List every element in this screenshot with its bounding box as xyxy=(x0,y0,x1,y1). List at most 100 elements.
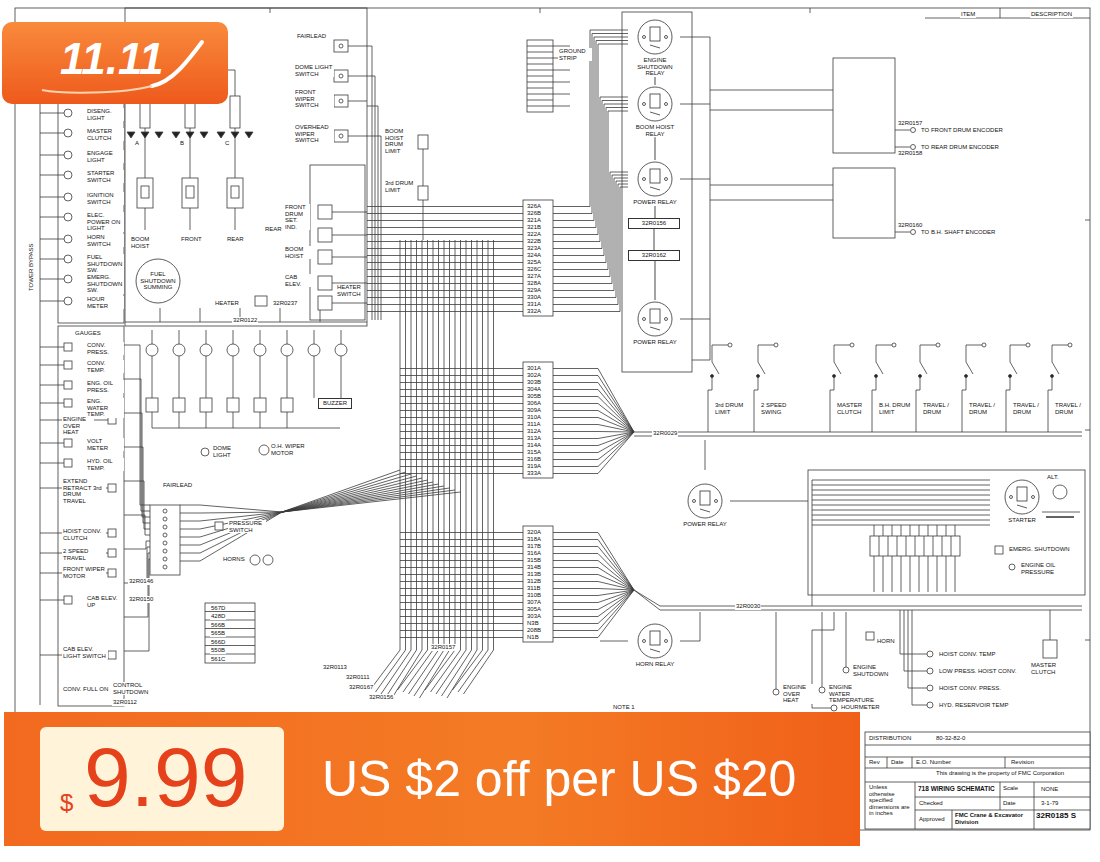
schematic-label: CONV. PRESS. xyxy=(86,342,124,355)
drawing-frame xyxy=(15,8,1090,830)
schematic-label: PRESSURE SWITCH xyxy=(228,520,266,533)
wire xyxy=(287,356,288,398)
wire xyxy=(553,108,628,263)
terminal xyxy=(339,134,343,138)
zone-tick xyxy=(1085,430,1090,431)
terminal xyxy=(728,343,732,347)
wire xyxy=(235,70,236,96)
clutch-symbol xyxy=(1043,640,1057,658)
gauge-symbol xyxy=(64,596,72,604)
terminal-code: 303A xyxy=(526,613,542,620)
terminal-code: 305B xyxy=(526,393,542,400)
wire xyxy=(553,404,634,433)
strip-rule xyxy=(951,536,952,556)
fuel-shutdown-circle: FUEL SHUTDOWN SUMMING xyxy=(135,258,181,304)
schematic-label: 32R0146 xyxy=(128,578,154,585)
strip-rule xyxy=(527,88,553,89)
terminal-code: 322B xyxy=(526,238,542,245)
schematic-label: ITEM xyxy=(960,11,976,18)
gauge-symbol xyxy=(108,549,116,557)
schematic-label: Date xyxy=(1002,800,1017,807)
schematic-label: CONV. TEMP. xyxy=(86,360,124,373)
schematic-label: This drawing is the property of FMC Corp… xyxy=(935,770,1087,777)
node-text: 32R0156 xyxy=(631,220,677,227)
wire xyxy=(553,369,634,433)
node-text: POWER RELAY xyxy=(680,521,730,528)
terminal-code: 315B xyxy=(526,557,542,564)
terminal xyxy=(911,128,916,133)
terminal xyxy=(936,343,940,347)
wire xyxy=(400,532,523,533)
frame-line xyxy=(925,18,1090,19)
terminal xyxy=(911,145,916,150)
schematic-label: STARTER SWITCH xyxy=(86,170,124,183)
wire xyxy=(370,240,400,690)
wire xyxy=(553,37,628,221)
wire xyxy=(1052,345,1053,362)
terminal-code: 311A xyxy=(526,421,542,428)
schematic-label: 32R0122 xyxy=(232,317,258,324)
schematic-label: 2 SPEED SWING xyxy=(760,402,792,415)
wire xyxy=(553,432,634,453)
wire xyxy=(381,240,411,694)
gauge-symbol xyxy=(227,344,239,356)
gauge-symbol xyxy=(108,529,116,537)
wire xyxy=(332,235,367,236)
switch-lever xyxy=(876,362,883,374)
wire xyxy=(233,356,234,398)
wire xyxy=(553,432,634,439)
wire-connector xyxy=(655,206,656,218)
wire xyxy=(876,345,892,346)
terminal-strip xyxy=(870,536,960,556)
schematic-label: DOME LIGHT xyxy=(212,445,244,458)
strip-rule xyxy=(897,536,898,556)
gauge-symbol xyxy=(64,399,72,407)
terminal-code: 314B xyxy=(526,564,542,571)
gauge-symbol xyxy=(254,344,266,356)
wire xyxy=(553,376,634,433)
wire xyxy=(332,257,367,258)
wire xyxy=(40,385,64,386)
wire xyxy=(946,525,947,536)
switch-lever xyxy=(758,362,765,374)
wire xyxy=(400,546,523,547)
wire xyxy=(553,94,570,95)
strip-rule xyxy=(527,64,553,65)
wire xyxy=(200,308,201,322)
terminal-code: 312A xyxy=(526,428,542,435)
terminal xyxy=(927,668,933,674)
wire xyxy=(1050,610,1051,640)
gauge-symbol xyxy=(335,344,347,356)
title-rule xyxy=(912,757,913,768)
schematic-label: GAUGES xyxy=(74,330,102,337)
wire xyxy=(895,232,910,233)
schematic-label: 32R0112 xyxy=(112,699,138,706)
switch-symbol xyxy=(334,70,348,82)
terminal-code: 325A xyxy=(526,259,542,266)
shutdown-symbol xyxy=(995,546,1003,554)
terminal-code: 314A xyxy=(526,442,542,449)
wire xyxy=(876,345,877,362)
schematic-label: HOIST CONV. PRESS. xyxy=(938,685,1002,692)
terminal xyxy=(927,685,933,691)
terminal xyxy=(163,557,167,561)
wire xyxy=(376,240,406,692)
wire xyxy=(553,582,634,591)
frame-line xyxy=(1000,8,1001,18)
schematic-label: DISTRIBUTION xyxy=(868,735,912,742)
strip-rule xyxy=(527,100,553,101)
wire xyxy=(553,172,628,277)
node-text: 9.99 xyxy=(84,729,248,826)
schematic-label: CONV. FULL ON xyxy=(62,686,109,693)
schematic-label: TO FRONT DRUM ENCODER xyxy=(920,127,1004,134)
gauge-symbol xyxy=(108,484,116,492)
wire xyxy=(287,330,288,344)
wire xyxy=(400,630,523,631)
schematic-label: B.H. DRUM LIMIT xyxy=(878,402,912,415)
terminal-code: 321B xyxy=(526,224,542,231)
terminal xyxy=(831,705,837,711)
wire xyxy=(367,276,523,277)
wire xyxy=(910,525,911,536)
wire xyxy=(400,396,523,397)
terminal-code: 304A xyxy=(526,386,542,393)
